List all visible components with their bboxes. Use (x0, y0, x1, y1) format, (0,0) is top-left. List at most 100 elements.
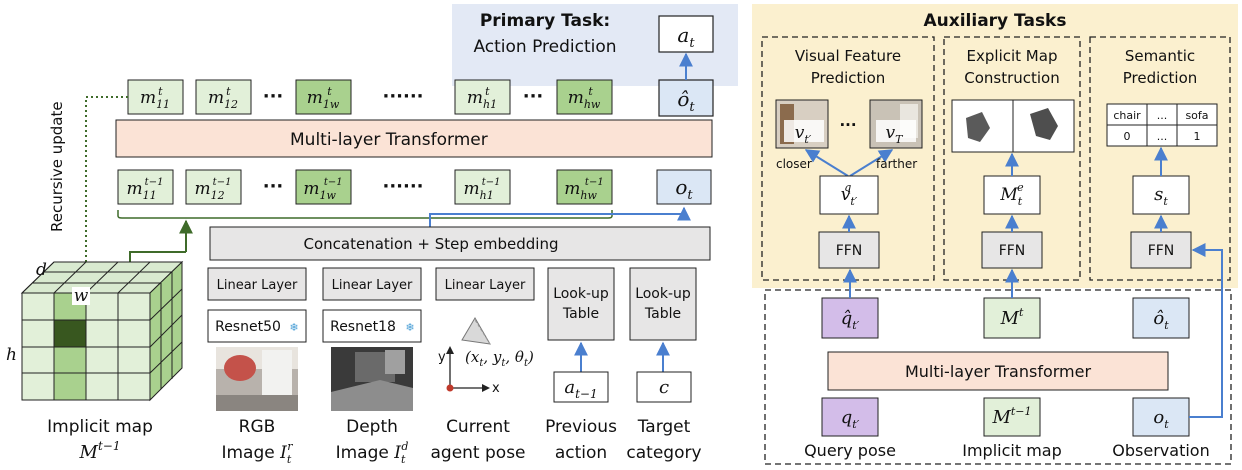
svg-text:······: ······ (382, 86, 423, 107)
visual-view-far: vT (869, 99, 923, 149)
q-box (821, 397, 879, 437)
depth-image (331, 347, 413, 411)
cube-h-label: h (6, 345, 17, 365)
right-transformer (827, 351, 1169, 391)
memory-bottom-row: m11t−1 m12t−1 ··· m1wt−1 ······ mh1t−1 m… (117, 169, 712, 205)
caption-target: Target (637, 417, 691, 437)
me-label: Mte (999, 181, 1024, 208)
concatenation-box (209, 226, 711, 261)
cube-to-memory-line (129, 251, 186, 262)
caption-implicit-map: Implicit map (47, 417, 153, 437)
linear-layer-pose-label: Linear Layer (445, 278, 526, 293)
target-category-label: c (659, 377, 669, 398)
action-output-box (658, 15, 714, 53)
lookup-table-target (629, 267, 697, 341)
svg-text:······: ······ (382, 176, 423, 197)
caption-rgb: RGB (239, 417, 276, 437)
linear-layer-rgb-label: Linear Layer (217, 278, 298, 293)
recursive-update-line (85, 96, 128, 262)
lookup-action-label-2: Table (562, 306, 599, 322)
caption-prev-2: action (555, 443, 607, 463)
caption-query-pose: Query pose (804, 441, 896, 460)
cube-d-label: d (36, 260, 47, 280)
sem-table-cell: sofa (1185, 109, 1208, 122)
caption-pose: Current (446, 417, 510, 437)
pose-axes (446, 346, 490, 392)
right-transformer-label: Multi-layer Transformer (905, 362, 1092, 381)
target-category-box (636, 371, 692, 403)
rgb-image (216, 347, 298, 411)
vq-box (819, 175, 879, 215)
linear-layer-depth (322, 267, 422, 301)
sem-table-cell: ... (1157, 130, 1168, 143)
svg-text:···: ··· (263, 176, 284, 197)
prev-action-box (553, 371, 609, 403)
memory-brace (117, 210, 613, 219)
q-hat-box (821, 297, 879, 339)
pose-coordinates: (xt, yt, θt) (465, 348, 534, 369)
auxiliary-tasks-title: Auxiliary Tasks (924, 11, 1067, 31)
lookup-action-label-1: Look-up (553, 286, 609, 302)
svg-text:m1wt−1: m1wt−1 (303, 177, 342, 202)
linear-layer-pose (435, 267, 535, 301)
axis-x-label: x (492, 381, 500, 396)
semantic-table (1106, 103, 1218, 147)
primary-task-title: Primary Task: (480, 11, 610, 31)
memory-top-row: m11t m12t ··· m1wt ······ mh1t ··· mhwt (127, 79, 613, 115)
resnet18-box (322, 309, 422, 343)
snowflake-icon: ❄ (405, 321, 414, 334)
ffn-visual-label: FFN (836, 243, 863, 259)
caption-depth: Depth (346, 417, 398, 437)
semantic-title-2: Prediction (1123, 69, 1198, 87)
resnet50-label: Resnet50 (215, 319, 281, 335)
svg-text:···: ··· (523, 86, 544, 107)
ffn-semantic-label: FFN (1148, 243, 1175, 259)
arrow-farther (849, 149, 894, 177)
lookup-table-action (547, 267, 615, 341)
arrow-obs-to-semantic-ffn (1189, 243, 1223, 418)
ffn-semantic (1130, 231, 1192, 269)
ffn-visual (818, 231, 880, 269)
resnet50-box (207, 309, 307, 343)
visual-feature-title-2: Prediction (811, 69, 886, 87)
arrow-concat-to-obs (429, 206, 691, 227)
visual-view-near: vt′ (775, 99, 829, 149)
resnet18-label: Resnet18 (330, 319, 396, 335)
semantic-title: Semantic (1125, 47, 1195, 65)
explicit-map-image (951, 99, 1075, 153)
ffn-map (981, 231, 1043, 269)
explicit-map-title-2: Construction (964, 69, 1060, 87)
caption-implicit-map-symbol: Mt−1 (79, 439, 121, 463)
obs-hat-right-box (1132, 297, 1190, 339)
obs-hat-box (658, 79, 714, 117)
caption-implicit-map-right: Implicit map (962, 441, 1062, 460)
agent-pose-icon (461, 317, 491, 345)
mt1-box (983, 397, 1041, 437)
transformer-label: Multi-layer Transformer (290, 130, 488, 150)
obs-right-box (1132, 397, 1190, 437)
implicit-map-cube (20, 260, 184, 402)
mt-label: Mt (1000, 306, 1024, 329)
cube-w-label: w (74, 286, 89, 306)
caption-depth-image: Image Itd (336, 440, 409, 466)
concatenation-label: Concatenation + Step embedding (304, 235, 559, 253)
sem-table-cell: ... (1157, 109, 1168, 122)
transformer-module-panel (764, 289, 1232, 465)
caption-prev: Previous (545, 417, 617, 437)
sem-table-cell: 1 (1194, 130, 1201, 143)
semantic-panel (1089, 36, 1231, 281)
svg-text:···: ··· (263, 86, 284, 107)
mt-box (983, 297, 1041, 339)
ffn-map-label: FFN (999, 243, 1026, 259)
sem-table-cell: 0 (1124, 130, 1131, 143)
caption-rgb-image: Image Itr (221, 440, 293, 466)
snowflake-icon: ❄ (289, 321, 298, 334)
lookup-target-label-2: Table (644, 306, 681, 322)
axis-y-label: y (438, 350, 446, 365)
closer-label: closer (776, 157, 812, 171)
linear-layer-rgb (207, 267, 307, 301)
cube-w-bg (72, 287, 90, 305)
linear-layer-depth-label: Linear Layer (332, 278, 413, 293)
explicit-map-title: Explicit Map (967, 47, 1058, 65)
